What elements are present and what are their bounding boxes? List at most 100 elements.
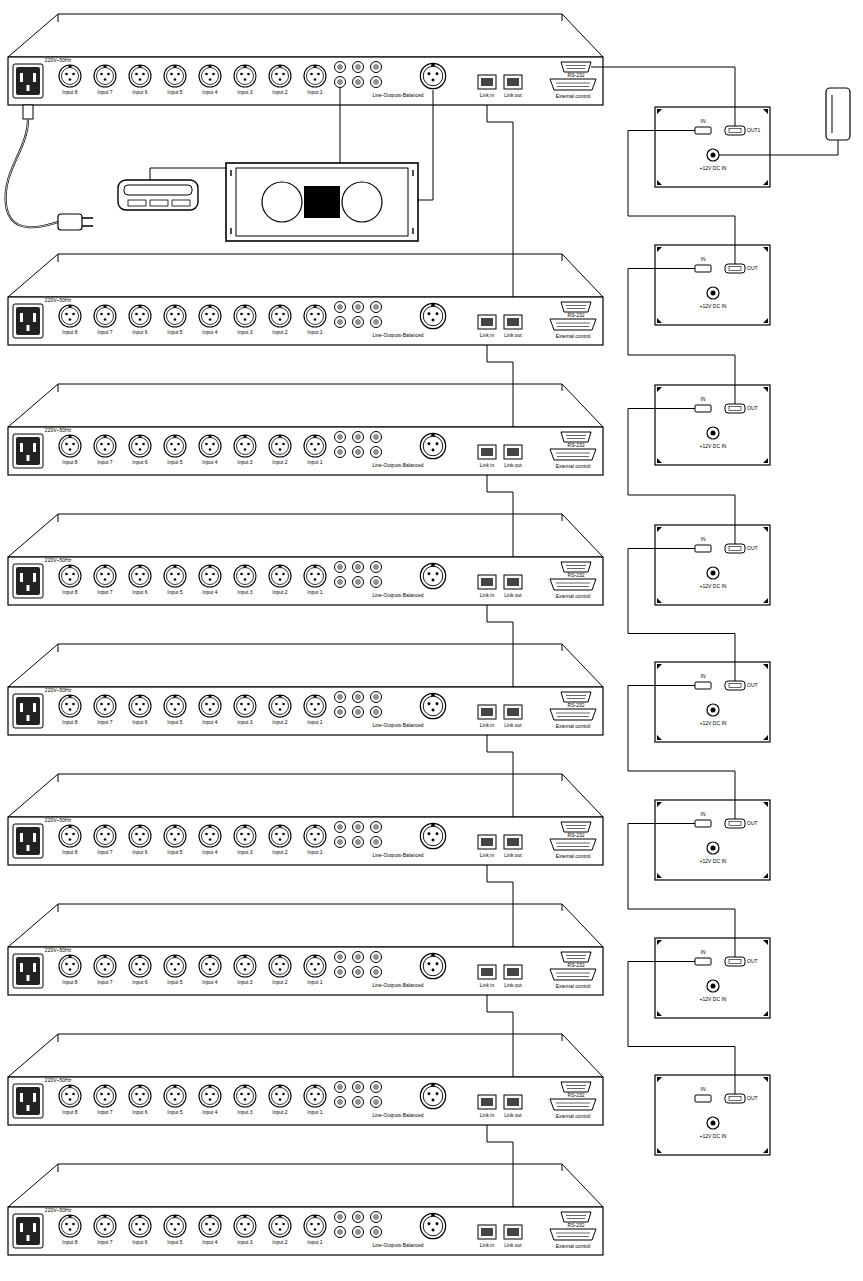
voltage-label: 220V~50Hz (45, 298, 71, 303)
input-label: Input 5 (167, 460, 182, 465)
input-label: Input 5 (167, 1240, 182, 1245)
input-label: Input 8 (62, 720, 77, 725)
input-label: Input 1 (307, 590, 322, 595)
control-module (655, 938, 770, 1018)
port-label: OUT (747, 546, 758, 551)
input-label: Input 3 (237, 330, 252, 335)
voltage-label: 220V~50Hz (45, 428, 71, 433)
input-label: Input 2 (272, 590, 287, 595)
output-label: Line-Outputs-Balanced (372, 983, 423, 988)
control-module (655, 525, 770, 605)
port-label: External control (556, 854, 591, 859)
in-wire-stub (655, 548, 695, 549)
rack-unit (8, 774, 603, 865)
port-label: RS-232 (568, 703, 585, 708)
rack-unit (8, 644, 603, 735)
amplifier-meter (342, 182, 382, 222)
input-label: Input 1 (307, 90, 322, 95)
port-label: Link out (504, 1243, 522, 1248)
rack-panel: 220V~50HzInput 8Input 7Input 6Input 5Inp… (8, 947, 603, 995)
input-label: Input 3 (237, 720, 252, 725)
rack-unit (8, 254, 603, 345)
in-wire-stub (655, 961, 695, 962)
in-wire-stub (655, 823, 695, 824)
port-label: Link out (504, 1113, 522, 1118)
port-label: Link out (504, 463, 522, 468)
input-label: Input 4 (202, 1240, 217, 1245)
input-label: Input 8 (62, 590, 77, 595)
input-label: Input 4 (202, 590, 217, 595)
input-label: Input 3 (237, 590, 252, 595)
port-label: External control (556, 334, 591, 339)
control-module: INOUT+12V DC IN (655, 662, 770, 742)
port-label: RS-232 (568, 963, 585, 968)
input-label: Input 2 (272, 1240, 287, 1245)
input-label: Input 4 (202, 1110, 217, 1115)
amplifier-meter (262, 182, 302, 222)
input-label: Input 5 (167, 590, 182, 595)
port-label: IN (701, 537, 706, 542)
port-label: Link in (480, 93, 494, 98)
input-label: Input 7 (97, 850, 112, 855)
input-label: Input 6 (132, 720, 147, 725)
power-wire (719, 140, 838, 155)
audio-wire (418, 90, 433, 200)
link-cable (628, 131, 735, 246)
out-wire-stub (735, 107, 736, 126)
port-label: Link out (504, 93, 522, 98)
amplifier-display (304, 186, 340, 218)
rack-unit (8, 1164, 603, 1255)
input-label: Input 2 (272, 1110, 287, 1115)
control-module: INOUT+12V DC IN (655, 1075, 770, 1155)
link-cable (487, 105, 513, 297)
voltage-label: 220V~50Hz (45, 558, 71, 563)
port-label: Link in (480, 853, 494, 858)
rack-panel: 220V~50HzInput 8Input 7Input 6Input 5Inp… (8, 1077, 603, 1125)
power-label: +12V DC IN (700, 584, 727, 589)
port-label: Link out (504, 853, 522, 858)
out-wire-stub (735, 385, 736, 404)
out-wire-stub (735, 525, 736, 544)
in-wire-stub (655, 130, 695, 131)
input-label: Input 3 (237, 850, 252, 855)
port-label: OUT (747, 266, 758, 271)
port-label: RS-232 (568, 1093, 585, 1098)
input-label: Input 6 (132, 1240, 147, 1245)
input-label: Input 5 (167, 1110, 182, 1115)
input-label: Input 6 (132, 460, 147, 465)
control-module: INOUT+12V DC IN (655, 245, 770, 325)
port-label: Link out (504, 983, 522, 988)
control-module (655, 107, 770, 187)
source-slot (124, 185, 192, 195)
control-module: IN OUT +12V DC IN (655, 525, 770, 605)
input-label: Input 4 (202, 850, 217, 855)
rack-unit (8, 514, 603, 605)
link-cable (628, 549, 735, 663)
rack-panel: 220V~50HzInput 8Input 7Input 6Input 5Inp… (8, 1207, 603, 1255)
output-label: Line-Outputs-Balanced (372, 593, 423, 598)
control-module (655, 245, 770, 325)
rack-panel: 220V~50HzInput 8Input 7Input 6Input 5Inp… (8, 427, 603, 475)
input-label: Input 1 (307, 330, 322, 335)
port-label: IN (701, 812, 706, 817)
input-label: Input 7 (97, 980, 112, 985)
voltage-label: 220V~50Hz (45, 1078, 71, 1083)
voltage-label: 220V~50Hz (45, 58, 71, 63)
port-label: RS-232 (568, 73, 585, 78)
input-label: Input 3 (237, 1110, 252, 1115)
control-module (655, 662, 770, 742)
in-wire-stub (655, 685, 695, 686)
input-label: Input 7 (97, 590, 112, 595)
port-label: External control (556, 464, 591, 469)
rack-panel: 220V~50HzInput 8Input 7Input 6Input 5Inp… (8, 687, 603, 735)
port-label: Link in (480, 463, 494, 468)
output-label: Line-Outputs-Balanced (372, 1243, 423, 1248)
power-cord-highlight (6, 119, 58, 227)
port-label: External control (556, 94, 591, 99)
power-label: +12V DC IN (700, 859, 727, 864)
input-label: Input 5 (167, 980, 182, 985)
input-label: Input 8 (62, 90, 77, 95)
input-label: Input 6 (132, 590, 147, 595)
port-label: RS-232 (568, 313, 585, 318)
source-button (172, 200, 190, 206)
